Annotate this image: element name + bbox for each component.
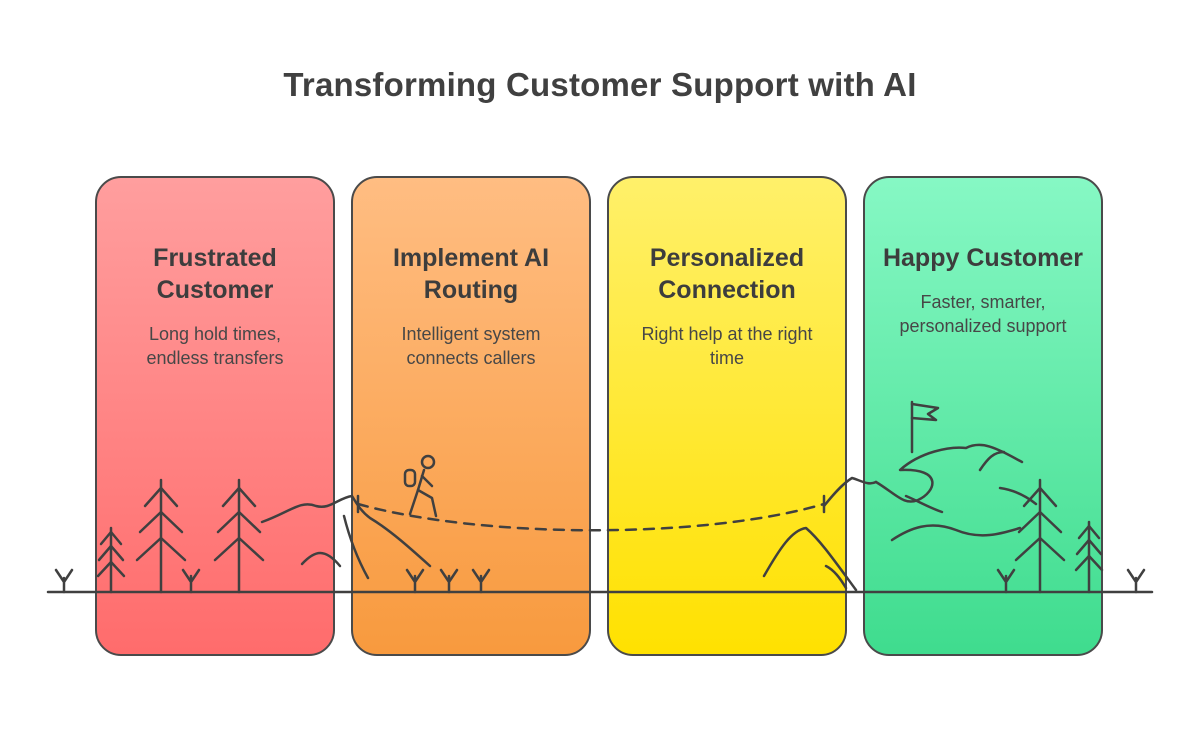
mountain-outline: [762, 526, 858, 592]
mountain-contour: [824, 564, 848, 590]
summit-flag-icon: [910, 400, 940, 454]
stage-frustrated-customer: Frustrated Customer Long hold times, end…: [95, 176, 335, 656]
pine-tree-icon: [213, 478, 265, 594]
stage-implement-ai-routing: Implement AI Routing Intelligent system …: [351, 176, 591, 656]
pine-tree-icon: [1074, 520, 1104, 594]
sprout-icon: [471, 568, 491, 594]
stage-description: Faster, smarter, personalized support: [899, 292, 1067, 336]
stage-description: Intelligent system connects callers: [401, 324, 541, 368]
hiker-icon: [403, 454, 438, 518]
sprout-icon: [996, 568, 1016, 594]
summit-outline: [874, 443, 1024, 503]
summit-contour: [998, 486, 1038, 506]
pine-tree-icon: [135, 478, 187, 594]
stage-title: Frustrated Customer: [153, 244, 277, 304]
hill-contour: [300, 551, 342, 568]
sprout-icon: [405, 568, 425, 594]
slope-contour: [904, 494, 944, 514]
stage-description: Long hold times, endless transfers: [146, 324, 284, 368]
stage-title: Happy Customer: [882, 244, 1084, 272]
stage-title: Implement AI Routing: [392, 244, 550, 304]
pine-tree-icon: [1014, 478, 1066, 594]
stage-title: Personalized Connection: [649, 244, 805, 304]
ridge-outline: [822, 476, 878, 508]
sprout-icon: [439, 568, 459, 594]
hill-outline: [260, 494, 432, 568]
sprout-icon: [1126, 568, 1146, 594]
stage-happy-customer: Happy Customer Faster, smarter, personal…: [863, 176, 1103, 656]
dashed-route: [356, 502, 826, 532]
sprout-icon: [181, 568, 201, 594]
pine-tree-icon: [96, 526, 126, 594]
hill-slope: [342, 514, 370, 580]
page-title: Transforming Customer Support with AI: [283, 66, 917, 103]
stage-description: Right help at the right time: [641, 324, 813, 368]
slope-contour: [890, 524, 1022, 542]
sprout-icon: [54, 568, 74, 594]
stage-personalized-connection: Personalized Connection Right help at th…: [607, 176, 847, 656]
summit-contour: [978, 450, 1006, 472]
